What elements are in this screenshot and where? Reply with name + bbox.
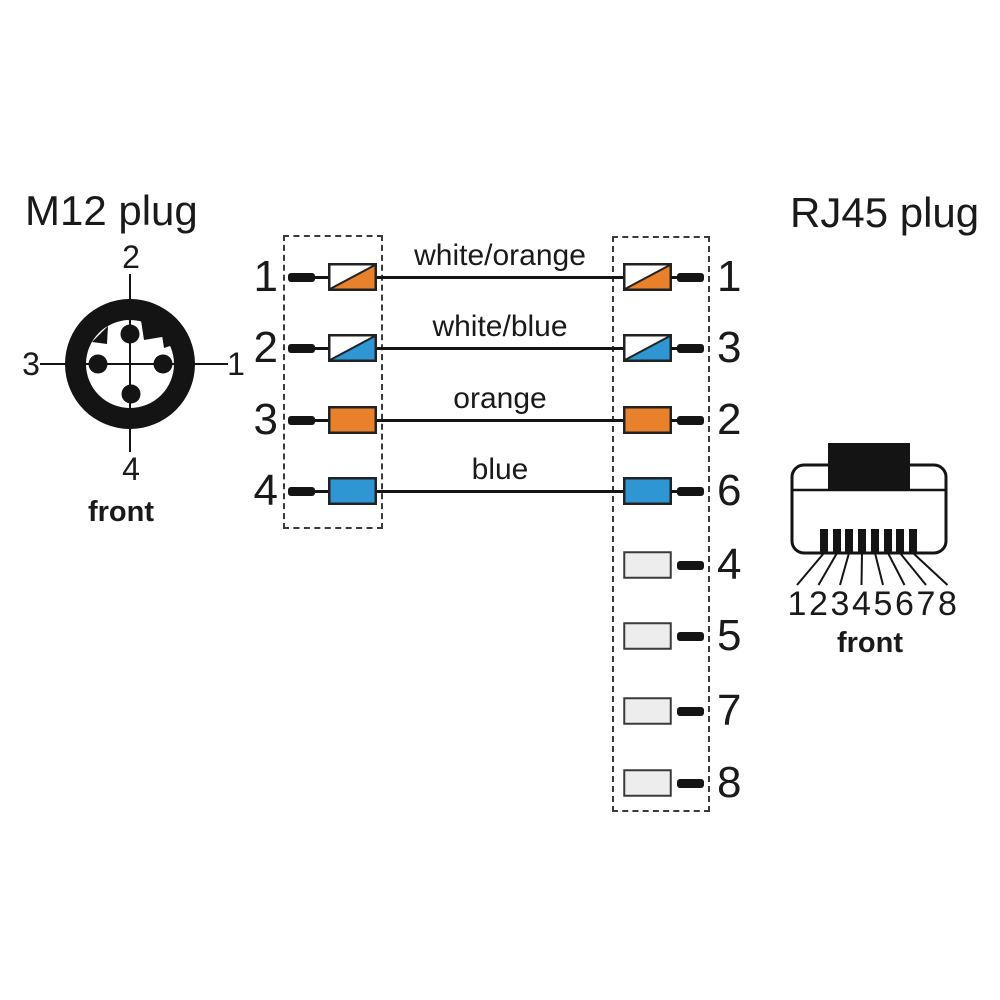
rj45-contact-3 <box>845 529 853 553</box>
rj45-wire-pin-number: 6 <box>717 466 742 515</box>
wire-stub <box>677 707 704 716</box>
wire-line <box>377 490 623 493</box>
m12-wire-pin-number: 3 <box>253 395 278 444</box>
rj45-contact-1 <box>820 529 828 553</box>
rj45-pin-label-6: 6 <box>895 585 914 623</box>
wire-end-swatch-orange <box>623 406 672 434</box>
rj45-contact-5 <box>871 529 879 553</box>
wire-end-swatch-unused <box>623 697 672 725</box>
m12-pin-label-top: 2 <box>122 240 140 275</box>
wire-stub <box>677 779 704 788</box>
wire-color-label: white/orange <box>414 239 586 272</box>
rj45-wire-pin-number: 5 <box>717 611 742 660</box>
rj45-leader-line-8 <box>912 552 949 586</box>
m12-key-notch-right2 <box>160 322 176 348</box>
m12-pin-1-dot <box>153 354 173 374</box>
wire-end-swatch-blue <box>328 477 377 505</box>
rj45-pin-label-7: 7 <box>917 585 936 623</box>
wire-end-swatch-unused <box>623 622 672 650</box>
m12-pin-4-dot <box>121 384 141 404</box>
wire-color-label: white/blue <box>432 310 568 343</box>
wire-end-swatch-unused <box>623 551 672 579</box>
rj45-pin-label-3: 3 <box>831 585 850 623</box>
wire-end-swatch-white-orange <box>623 263 672 291</box>
rj45-title: RJ45 plug <box>790 189 980 236</box>
m12-pin-label-right: 1 <box>227 346 245 382</box>
rj45-leader-line-2 <box>817 552 838 586</box>
rj45-pin-label-8: 8 <box>938 585 957 623</box>
m12-key-notch-left <box>92 326 108 344</box>
rj45-wire-pin-number: 1 <box>717 252 742 301</box>
wire-stub <box>288 344 315 353</box>
rj45-wire-pin-number: 4 <box>717 540 742 589</box>
rj45-contact-8 <box>909 529 917 553</box>
rj45-leader-line-1 <box>796 552 825 586</box>
rj45-wire-pin-number: 3 <box>717 323 742 372</box>
m12-pin-label-bottom: 4 <box>122 451 140 487</box>
rj45-wire-pin-number: 8 <box>717 758 742 807</box>
rj45-leader-line-6 <box>887 552 906 586</box>
wire-end-swatch-white-blue <box>623 334 672 362</box>
rj45-leader-line-5 <box>874 552 884 586</box>
wire-line <box>377 347 623 350</box>
m12-front-label: front <box>88 496 154 528</box>
rj45-wire-pin-number: 7 <box>717 686 742 735</box>
m12-pin-label-left: 3 <box>22 346 40 382</box>
wire-link <box>314 276 329 279</box>
wire-stub <box>288 273 315 282</box>
rj45-pin-label-1: 1 <box>788 585 807 623</box>
wire-link <box>314 490 329 493</box>
wire-stub <box>677 632 704 641</box>
rj45-contact-4 <box>858 529 866 553</box>
rj45-side-dashed-box <box>612 236 710 812</box>
wire-end-swatch-white-blue <box>328 334 377 362</box>
rj45-contact-6 <box>884 529 892 553</box>
wire-stub <box>677 561 704 570</box>
m12-wire-pin-number: 2 <box>253 323 278 372</box>
wire-link <box>314 419 329 422</box>
wire-stub <box>288 487 315 496</box>
rj45-contact-2 <box>833 529 841 553</box>
rj45-connector-face: 1 2 3 4 5 6 7 8 front <box>788 443 957 659</box>
m12-key-notch-right <box>140 314 168 340</box>
wire-stub <box>677 344 704 353</box>
wire-line <box>377 276 623 279</box>
wire-stub <box>288 416 315 425</box>
wire-stub <box>677 273 704 282</box>
wire-link <box>671 276 678 279</box>
rj45-pin-label-2: 2 <box>809 585 828 623</box>
rj45-leader-line-3 <box>839 552 850 586</box>
wire-end-swatch-blue <box>623 477 672 505</box>
rj45-leader-line-4 <box>860 552 863 586</box>
wire-stub <box>677 416 704 425</box>
wire-stub <box>677 487 704 496</box>
m12-wire-pin-number: 1 <box>253 252 278 301</box>
wire-line <box>377 419 623 422</box>
rj45-pin-label-5: 5 <box>874 585 893 623</box>
wire-color-label: blue <box>471 453 529 486</box>
rj45-leader-line-7 <box>899 552 927 586</box>
rj45-wire-pin-number: 2 <box>717 395 742 444</box>
rj45-pin-label-4: 4 <box>852 585 871 623</box>
m12-pin-2-dot <box>120 324 140 344</box>
wire-end-swatch-unused <box>623 769 672 797</box>
m12-title: M12 plug <box>25 187 198 234</box>
m12-pin-3-dot <box>88 354 108 374</box>
wire-link <box>671 419 678 422</box>
wire-link <box>314 347 329 350</box>
rj45-front-label: front <box>837 627 903 659</box>
rj45-latch-tab <box>828 443 910 490</box>
wire-end-swatch-orange <box>328 406 377 434</box>
m12-connector-face: 2 3 1 4 front <box>22 240 245 528</box>
wire-color-label: orange <box>453 382 547 415</box>
wire-end-swatch-white-orange <box>328 263 377 291</box>
rj45-contact-7 <box>896 529 904 553</box>
wire-link <box>671 347 678 350</box>
wire-link <box>671 490 678 493</box>
m12-wire-pin-number: 4 <box>253 466 278 515</box>
m12-side-dashed-box <box>283 235 383 529</box>
